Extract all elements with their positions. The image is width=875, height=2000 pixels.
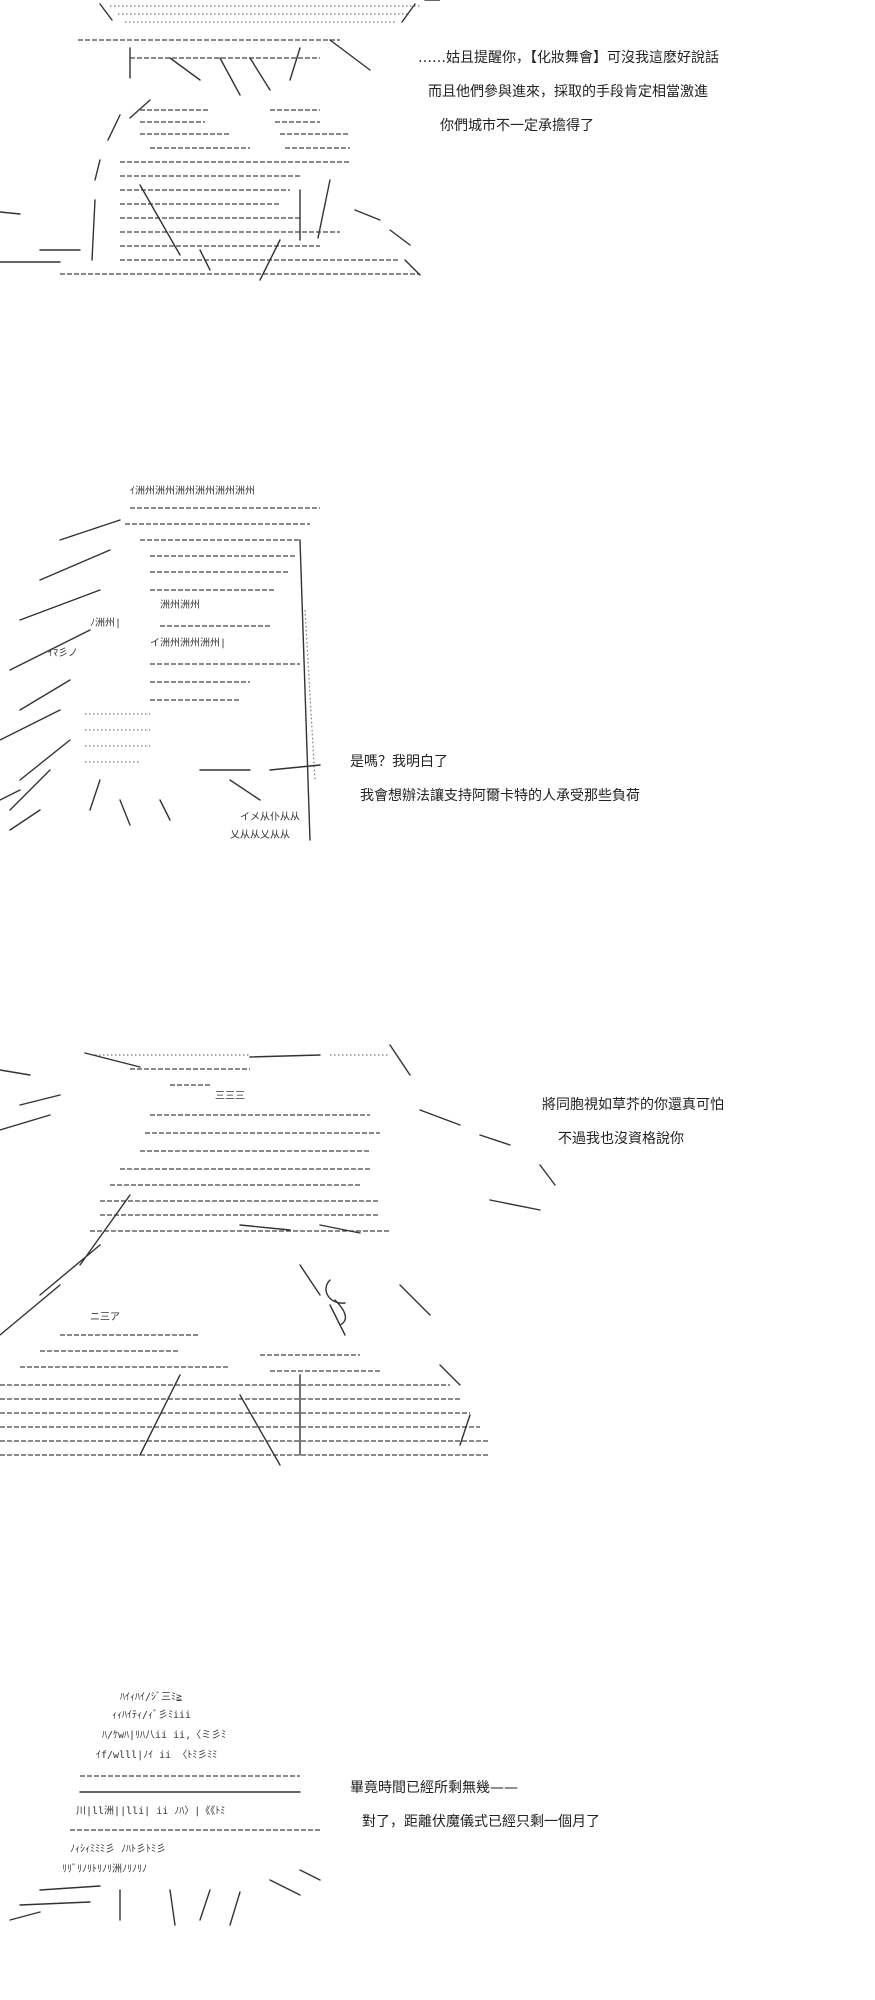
dialogue-line: 你們城市不一定承擔得了 bbox=[440, 118, 594, 134]
art-text: ﾉ洲州| bbox=[90, 617, 121, 629]
ascii-art-figure-4: ﾊｲｨﾊｲ/ｼﾞ三ﾐ≧ ｨｨﾊｲﾃｨ/ｨﾞ彡ﾐiii ﾊ/ｹwﾊ|ﾘﾊ八ii i… bbox=[0, 1680, 360, 1950]
dialogue-line: 不過我也沒資格說你 bbox=[558, 1131, 684, 1147]
dialogue-line: 而且他們參與進來，採取的手段肯定相當激進 bbox=[428, 84, 708, 100]
ascii-art-drawing-2: ｲ洲州洲州洲州洲州洲州洲州 洲州洲州 イ洲州洲州洲州| ｲﾏ彡ノ ﾉ洲州| イメ… bbox=[0, 485, 321, 841]
art-text: ｨｨﾊｲﾃｨ/ｨﾞ彡ﾐiii bbox=[112, 1709, 191, 1721]
dialogue-1: ……姑且提醒你，【化妝舞會】可沒我這麽好說話 而且他們參與進來，採取的手段肯定相… bbox=[418, 48, 719, 150]
panel-3: 三三三 ニ三ア 將同胞視如草芥的你還真可怕 不過我也沒資格說你 bbox=[0, 1035, 875, 1485]
art-text: ｲf/wlll|ﾉｲ ii 〈ﾄﾐ彡ﾐﾐ bbox=[96, 1749, 217, 1761]
art-text: ﾉｨｼｨﾐﾐﾐ彡 ﾉﾊﾄ彡ﾄﾐ彡 bbox=[70, 1844, 166, 1855]
dialogue-2: 是嗎？我明白了 我會想辦法讓支持阿爾卡特的人承受那些負荷 bbox=[350, 752, 640, 820]
art-text: 三三三 bbox=[215, 1091, 245, 1102]
art-text: イ洲州洲州洲州| bbox=[150, 637, 226, 649]
dialogue-line: 將同胞視如草芥的你還真可怕 bbox=[542, 1097, 724, 1113]
ascii-art-figure-3: 三三三 ニ三ア bbox=[0, 1035, 570, 1475]
art-text: 川|ll洲||lli| ii ﾉﾊ〉|《《ﾄﾐ bbox=[76, 1805, 225, 1817]
dialogue-line: ……姑且提醒你，【化妝舞會】可沒我這麽好說話 bbox=[418, 50, 719, 66]
art-text: ニ三ア bbox=[90, 1312, 120, 1323]
panel-4: ﾊｲｨﾊｲ/ｼﾞ三ﾐ≧ ｨｨﾊｲﾃｨ/ｨﾞ彡ﾐiii ﾊ/ｹwﾊ|ﾘﾊ八ii i… bbox=[0, 1680, 875, 1980]
ascii-art-figure-1 bbox=[0, 0, 440, 290]
art-text: ﾘﾘﾞﾘﾉﾘﾄﾘﾉﾘ洲ﾉﾘﾉﾘﾉ bbox=[62, 1863, 147, 1875]
ascii-art-drawing-3: 三三三 ニ三ア bbox=[0, 1044, 556, 1466]
panel-2: ｲ洲州洲州洲州洲州洲州洲州 洲州洲州 イ洲州洲州洲州| ｲﾏ彡ノ ﾉ洲州| イメ… bbox=[0, 480, 875, 860]
art-text: 乂从从乂从从 bbox=[230, 830, 290, 841]
art-text: 洲州洲州 bbox=[160, 599, 200, 611]
ascii-art-drawing-4: ﾊｲｨﾊｲ/ｼﾞ三ﾐ≧ ｨｨﾊｲﾃｨ/ｨﾞ彡ﾐiii ﾊ/ｹwﾊ|ﾘﾊ八ii i… bbox=[9, 1691, 321, 1926]
dialogue-4: 畢竟時間已經所剩無幾—— 對了，距離伏魔儀式已經只剩一個月了 bbox=[350, 1778, 600, 1846]
ascii-art-figure-2: ｲ洲州洲州洲州洲州洲州洲州 洲州洲州 イ洲州洲州洲州| ｲﾏ彡ノ ﾉ洲州| イメ… bbox=[0, 480, 360, 850]
panel-1: ……姑且提醒你，【化妝舞會】可沒我這麽好說話 而且他們參與進來，採取的手段肯定相… bbox=[0, 0, 875, 300]
art-text: ﾊｲｨﾊｲ/ｼﾞ三ﾐ≧ bbox=[120, 1691, 182, 1703]
art-text: ﾊ/ｹwﾊ|ﾘﾊ八ii ii,〈ミ彡ﾐ bbox=[102, 1729, 226, 1741]
art-text: ｲﾏ彡ノ bbox=[48, 648, 78, 659]
dialogue-line: 畢竟時間已經所剩無幾—— bbox=[350, 1780, 518, 1796]
dialogue-3: 將同胞視如草芥的你還真可怕 不過我也沒資格說你 bbox=[542, 1095, 724, 1163]
dialogue-line: 我會想辦法讓支持阿爾卡特的人承受那些負荷 bbox=[360, 788, 640, 804]
art-text: イメ从仆从从 bbox=[240, 811, 300, 823]
dialogue-line: 對了，距離伏魔儀式已經只剩一個月了 bbox=[362, 1814, 600, 1830]
art-text: ｲ洲州洲州洲州洲州洲州洲州 bbox=[130, 485, 255, 497]
ascii-art-drawing-1 bbox=[0, 0, 440, 281]
dialogue-line: 是嗎？我明白了 bbox=[350, 754, 448, 770]
